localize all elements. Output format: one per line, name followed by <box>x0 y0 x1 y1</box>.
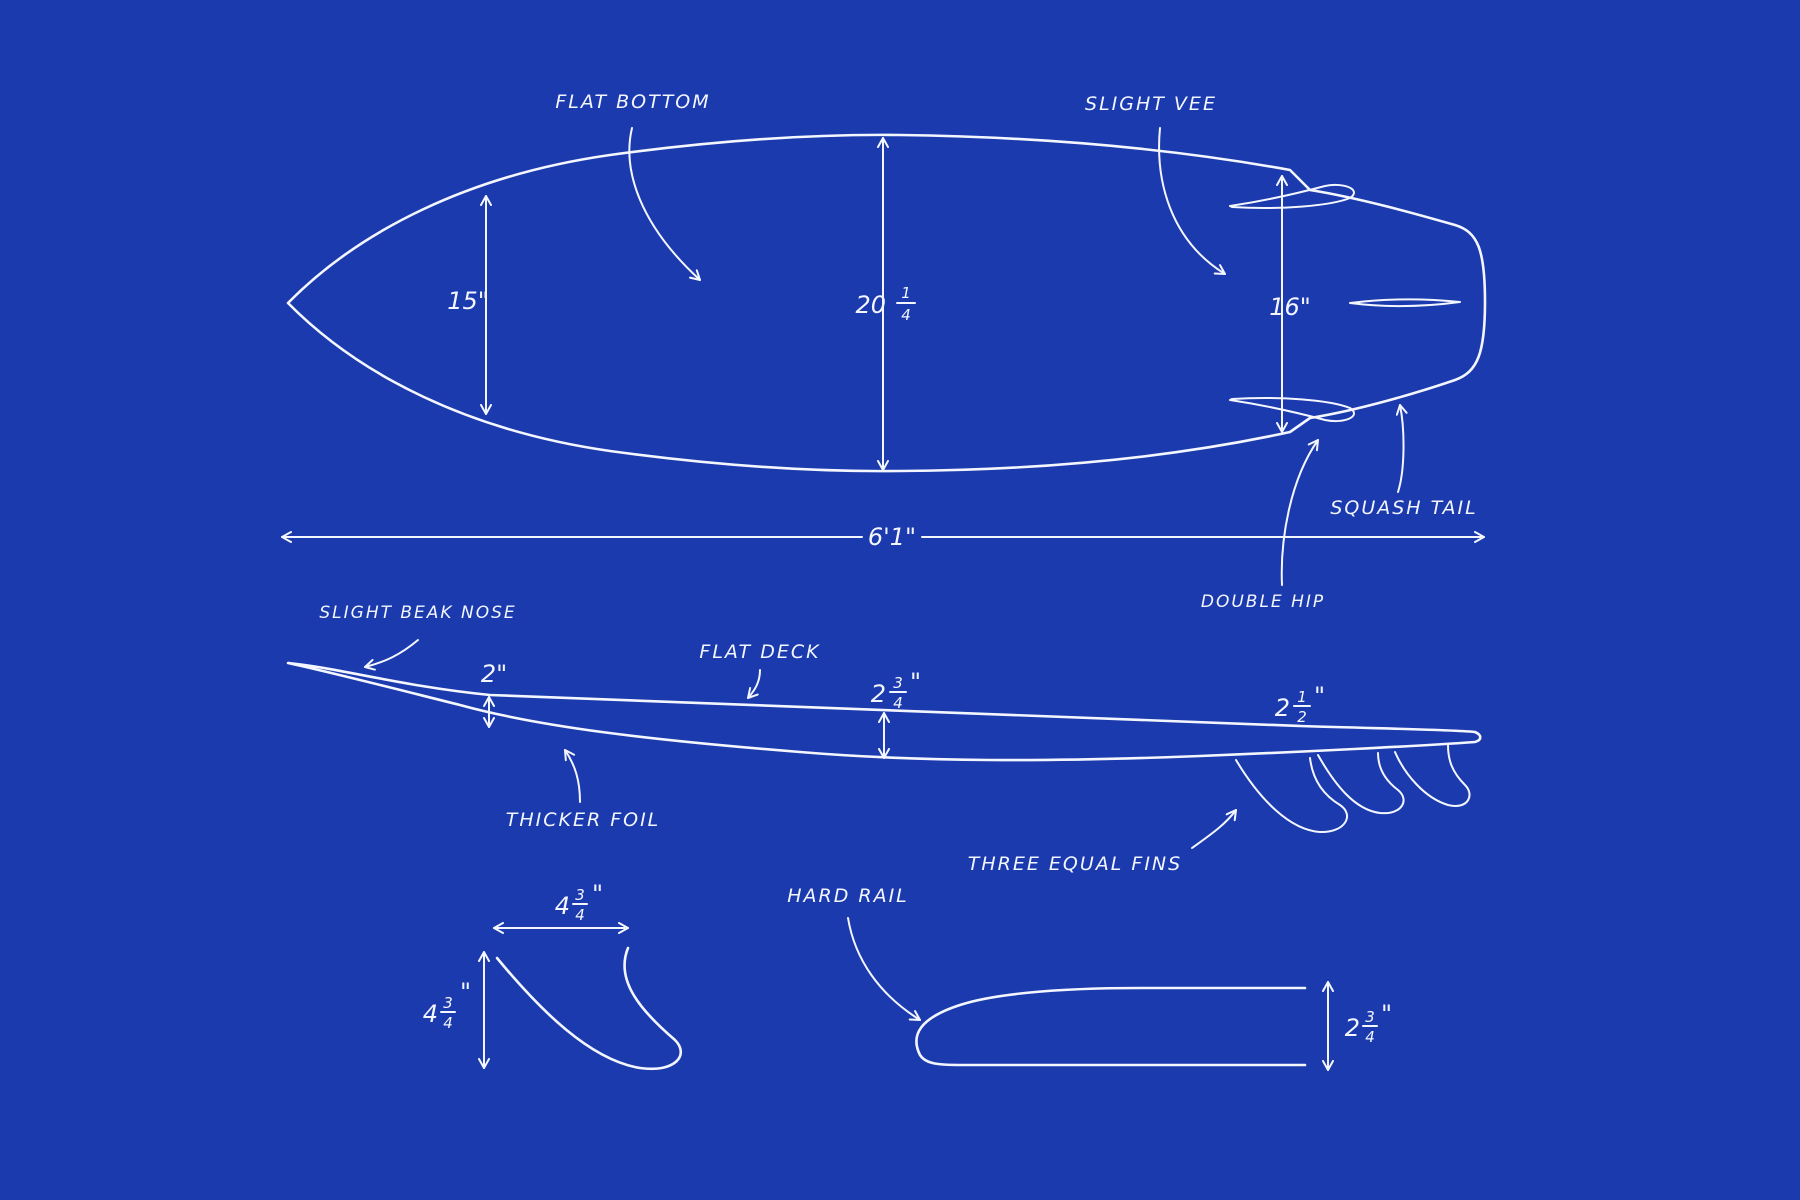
svg-text:2: 2 <box>1275 694 1290 722</box>
center-width-label: 20 1 4 <box>855 284 916 324</box>
callout-slight-vee: SLIGHT VEE <box>1085 93 1217 115</box>
board-top-view: 15" 20 1 4 16" <box>286 133 1487 473</box>
svg-text:4: 4 <box>575 906 585 924</box>
svg-text:2: 2 <box>1297 708 1307 726</box>
rail-thickness-label: 2 3 4 " <box>1345 1000 1392 1046</box>
fin-detail-outline <box>495 946 682 1071</box>
callout-hard-rail: HARD RAIL <box>787 885 909 907</box>
flat-deck-arrow <box>747 669 761 699</box>
beak-nose-arrow <box>364 639 419 671</box>
fin-depth-label: 4 3 4 " <box>423 978 471 1032</box>
svg-text:20: 20 <box>855 291 886 319</box>
nose-width-label: 15" <box>447 287 489 315</box>
flat-bottom-arrow <box>628 127 701 281</box>
svg-text:4: 4 <box>901 306 911 324</box>
callout-three-equal-fins: THREE EQUAL FINS <box>968 853 1182 875</box>
svg-text:1: 1 <box>1297 688 1307 706</box>
fin-detail: 4 3 4 " 4 3 4 " <box>423 880 682 1071</box>
center-thickness-label: 2 3 4 " <box>871 668 921 712</box>
callout-thicker-foil: THICKER FOIL <box>506 809 661 831</box>
hard-rail-arrow <box>847 917 921 1021</box>
side-fin-right-top <box>1229 397 1355 422</box>
svg-text:": " <box>460 978 471 1006</box>
length-label: 6'1" <box>868 523 916 551</box>
svg-text:": " <box>910 668 921 696</box>
svg-text:4: 4 <box>893 694 903 712</box>
nose-thickness-label: 2" <box>481 660 507 688</box>
fin-base-label: 4 3 4 " <box>555 880 603 924</box>
board-side-view: 2" 2 3 4 " 2 1 2 " <box>286 660 1482 834</box>
double-hip-arrow <box>1280 439 1319 586</box>
side-fin-left-top <box>1229 184 1355 209</box>
board-outline-top <box>286 133 1487 473</box>
svg-text:3: 3 <box>575 886 585 904</box>
fin-side-1 <box>1235 757 1348 834</box>
callout-double-hip: DOUBLE HIP <box>1201 592 1325 612</box>
three-equal-fins-arrow <box>1191 809 1237 849</box>
svg-text:4: 4 <box>555 892 570 920</box>
length-dimension: 6'1" <box>281 523 1485 551</box>
fin-side-3 <box>1394 744 1471 807</box>
rail-profile-outline <box>915 986 1307 1067</box>
svg-text:3: 3 <box>893 674 903 692</box>
svg-text:": " <box>1314 682 1325 710</box>
svg-text:4: 4 <box>1365 1028 1375 1046</box>
svg-text:": " <box>592 880 603 908</box>
svg-text:2: 2 <box>1345 1014 1360 1042</box>
svg-text:": " <box>1381 1000 1392 1028</box>
svg-text:2: 2 <box>871 680 886 708</box>
squash-tail-arrow <box>1395 404 1408 493</box>
callout-flat-deck: FLAT DECK <box>699 641 820 663</box>
fin-side-2 <box>1317 752 1405 815</box>
tail-width-label: 16" <box>1269 293 1311 321</box>
tail-thickness-label: 2 1 2 " <box>1275 682 1325 726</box>
svg-text:4: 4 <box>423 1000 438 1028</box>
callout-squash-tail: SQUASH TAIL <box>1330 497 1477 519</box>
svg-text:3: 3 <box>443 994 453 1012</box>
callout-slight-beak-nose: SLIGHT BEAK NOSE <box>319 603 516 623</box>
slight-vee-arrow <box>1158 127 1226 275</box>
thicker-foil-arrow <box>564 749 581 803</box>
rail-detail: 2 3 4 " <box>915 981 1392 1071</box>
board-outline-side <box>286 661 1482 762</box>
callout-flat-bottom: FLAT BOTTOM <box>555 91 710 113</box>
svg-text:1: 1 <box>901 284 911 302</box>
svg-text:3: 3 <box>1365 1008 1375 1026</box>
center-fin-top <box>1349 298 1461 307</box>
svg-text:4: 4 <box>443 1014 453 1032</box>
